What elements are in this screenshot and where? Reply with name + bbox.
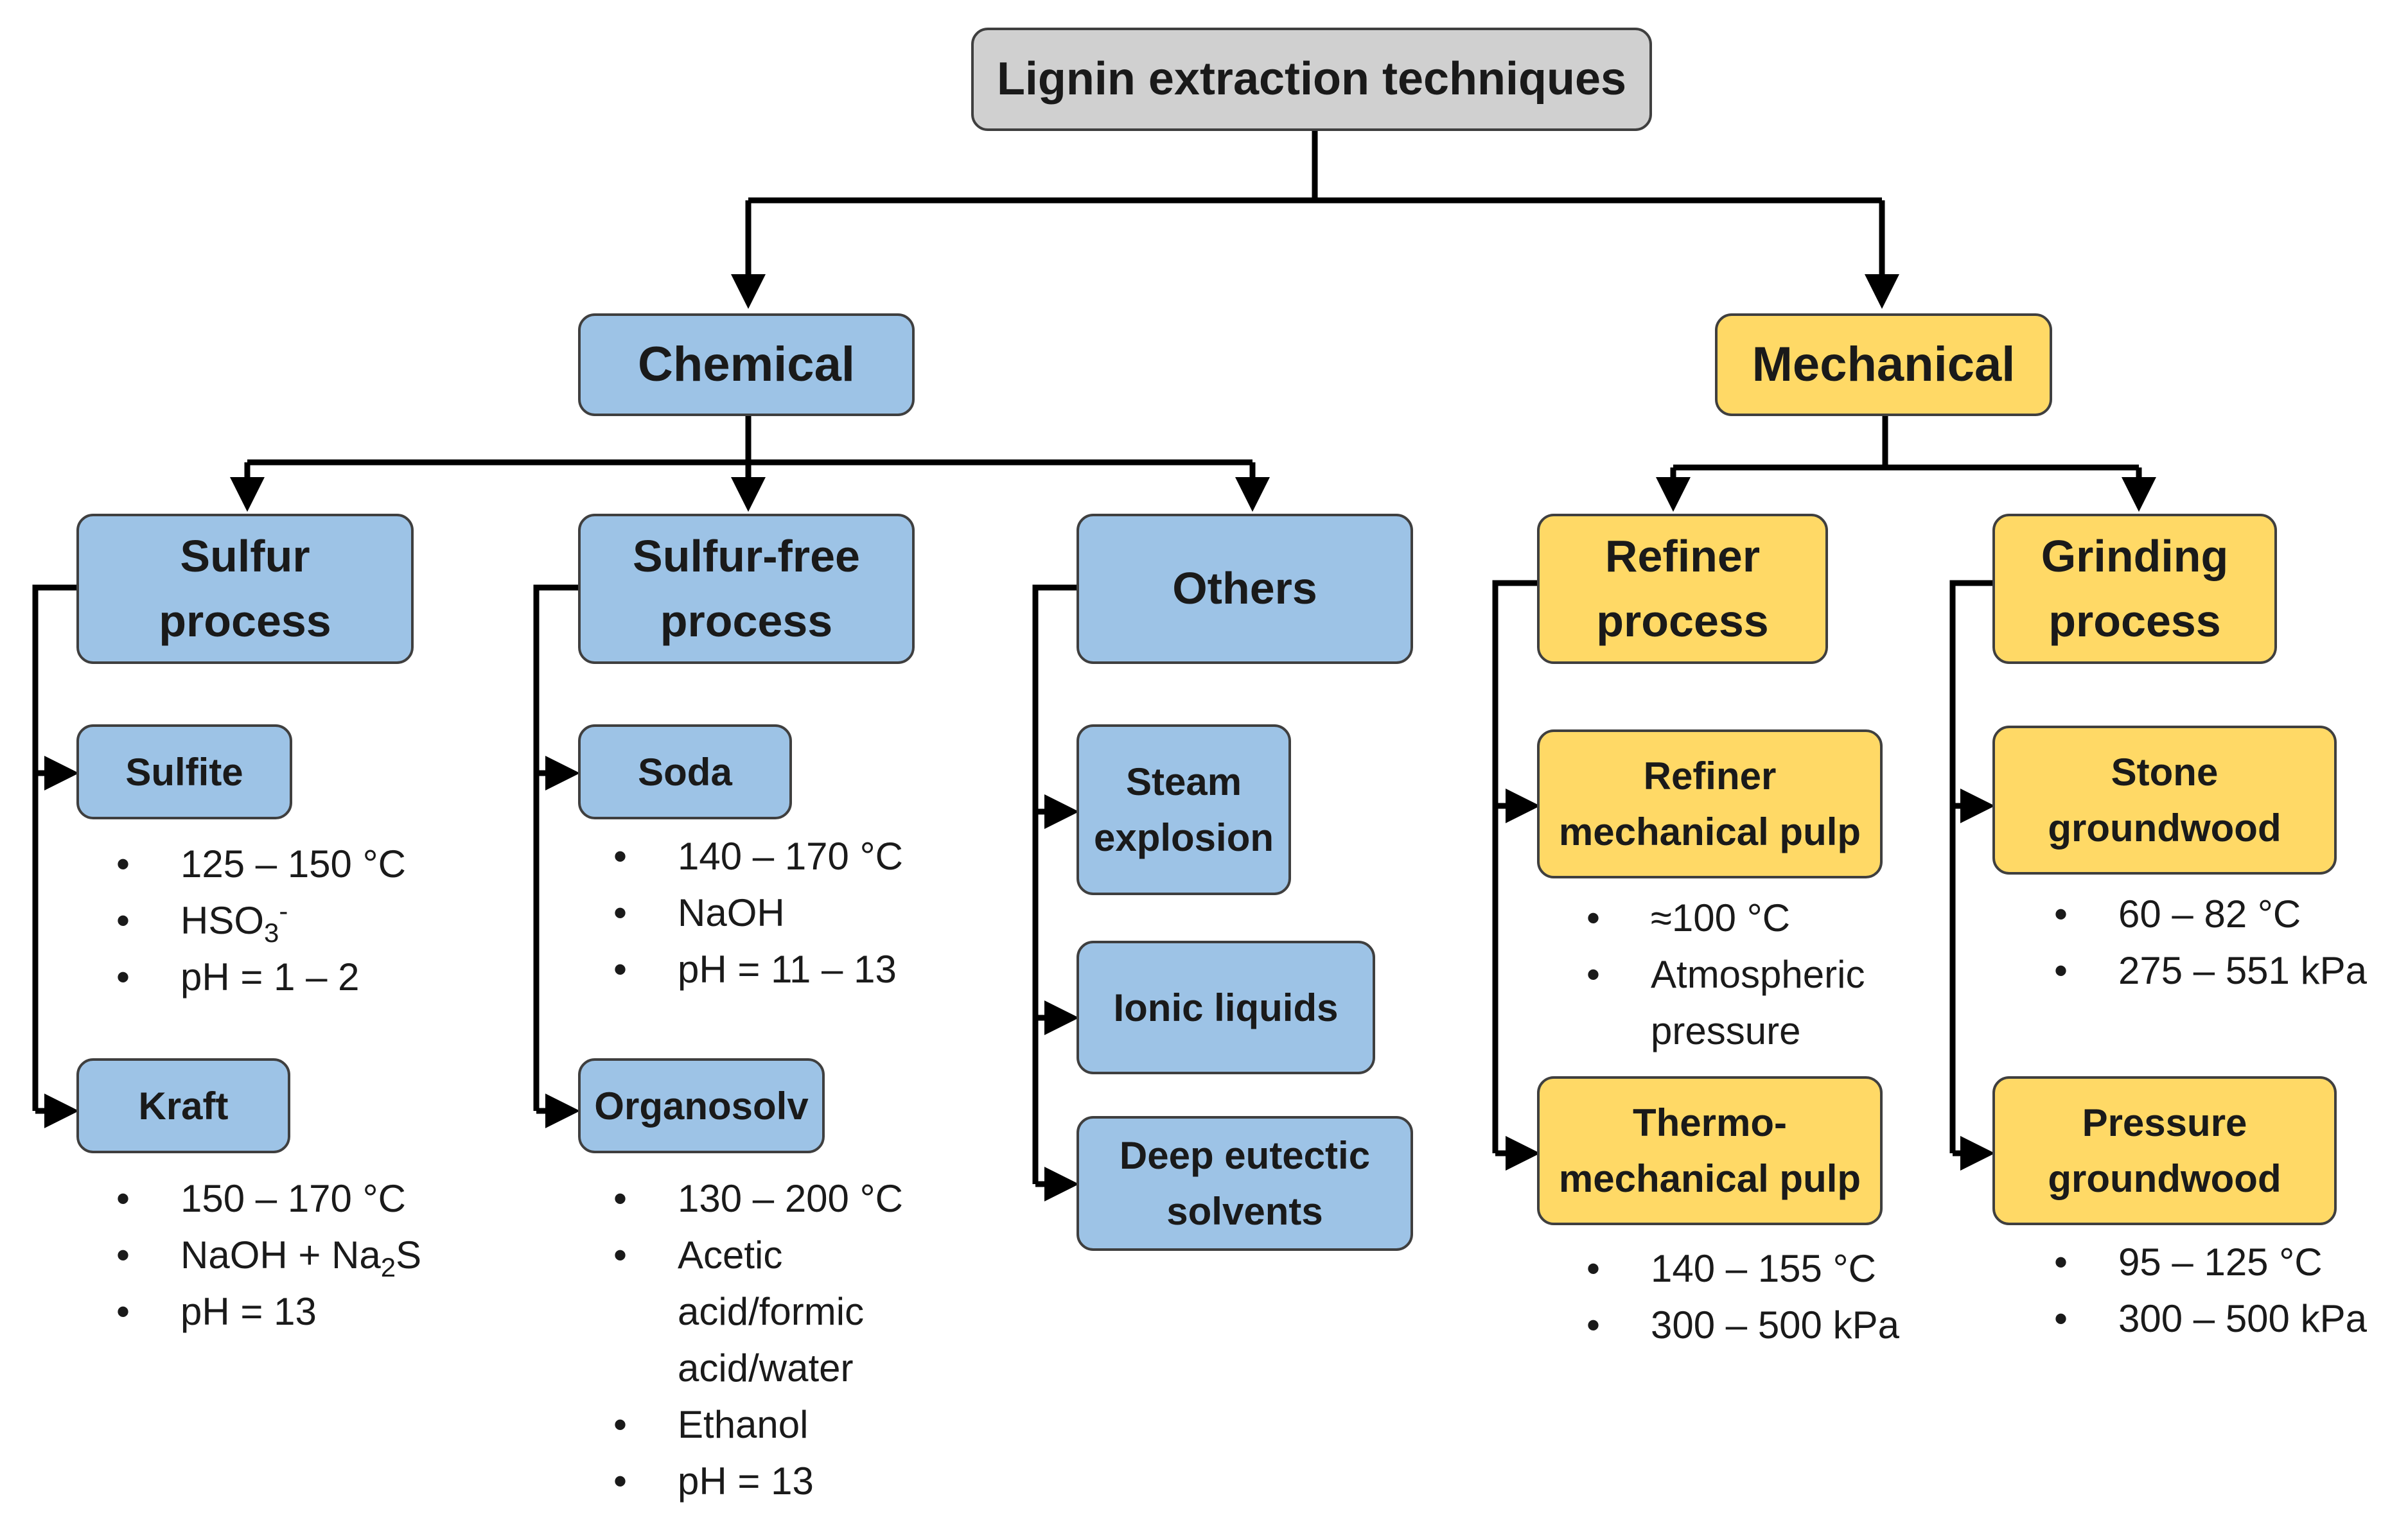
soda-node: Soda xyxy=(578,724,792,819)
grinding-process-node: Grinding process xyxy=(1992,514,2277,664)
sulfite-label: Sulfite xyxy=(125,750,243,794)
kraft-reagent-tail: S xyxy=(396,1234,422,1277)
steam-explosion-node: Steam explosion xyxy=(1077,724,1291,895)
tmp-label-line1: Thermo- xyxy=(1632,1101,1787,1144)
deep-eutectic-solvents-node: Deep eutectic solvents xyxy=(1077,1116,1413,1251)
mechanical-node: Mechanical xyxy=(1715,313,2052,416)
sulfur-free-process-label-line1: Sulfur-free xyxy=(633,530,860,581)
deep-eutectic-label-line2: solvents xyxy=(1166,1190,1323,1233)
grinding-process-label-line2: process xyxy=(2048,596,2221,646)
sulfur-process-label-line2: process xyxy=(159,596,331,646)
pressure-label-line1: Pressure xyxy=(2082,1101,2247,1144)
stone-groundwood-node: Stone groundwood xyxy=(1992,726,2337,875)
sulfur-free-process-node: Sulfur-free process xyxy=(578,514,915,664)
soda-reagent: NaOH xyxy=(613,885,999,941)
pressure-pressure: 300 – 500 kPa xyxy=(2054,1291,2395,1347)
refiner-process-label-line1: Refiner xyxy=(1604,530,1761,581)
kraft-node: Kraft xyxy=(76,1058,290,1153)
steam-explosion-label-line1: Steam xyxy=(1125,760,1242,803)
connector-refiner-spine xyxy=(1492,580,1540,1153)
kraft-reagent-main: NaOH + Na xyxy=(180,1234,381,1277)
soda-label: Soda xyxy=(638,750,732,794)
soda-ph: pH = 11 – 13 xyxy=(613,941,999,998)
stone-label-line2: groundwood xyxy=(2048,807,2281,850)
root-node: Lignin extraction techniques xyxy=(971,28,1652,131)
pressure-temperature: 95 – 125 °C xyxy=(2054,1234,2395,1291)
sulfur-process-node: Sulfur process xyxy=(76,514,414,664)
rmp-pressure: Atmospheric pressure xyxy=(1586,947,1946,1060)
kraft-ph: pH = 13 xyxy=(116,1284,514,1340)
organosolv-node: Organosolv xyxy=(578,1058,825,1153)
sulfite-conditions-list: 125 – 150 °C HSO3- pH = 1 – 2 xyxy=(116,836,476,1006)
connector-others-spine xyxy=(1032,584,1079,1184)
organosolv-temperature: 130 – 200 °C xyxy=(613,1171,999,1227)
tmp-temperature: 140 – 155 °C xyxy=(1586,1241,1946,1297)
sulfite-temperature: 125 – 150 °C xyxy=(116,836,476,893)
organosolv-label: Organosolv xyxy=(594,1084,809,1128)
refiner-process-node: Refiner process xyxy=(1537,514,1828,664)
rmp-pressure-line1: Atmospheric xyxy=(1651,953,1865,996)
organosolv-ethanol: Ethanol xyxy=(613,1397,999,1453)
deep-eutectic-label-line1: Deep eutectic xyxy=(1119,1134,1371,1177)
kraft-temperature: 150 – 170 °C xyxy=(116,1171,514,1227)
organosolv-solvent-line2: acid/formic xyxy=(678,1290,865,1333)
tmp-label-line2: mechanical pulp xyxy=(1558,1157,1861,1200)
kraft-reagent-subscript: 2 xyxy=(380,1252,396,1282)
organosolv-solvent-line3: acid/water xyxy=(678,1347,854,1390)
ionic-liquids-label: Ionic liquids xyxy=(1113,986,1339,1029)
soda-temperature: 140 – 170 °C xyxy=(613,828,999,885)
kraft-label: Kraft xyxy=(138,1084,229,1128)
refiner-mechanical-pulp-node: Refiner mechanical pulp xyxy=(1537,729,1883,878)
grinding-process-label-line1: Grinding xyxy=(2041,530,2229,581)
sulfite-node: Sulfite xyxy=(76,724,292,819)
kraft-conditions-list: 150 – 170 °C NaOH + Na2S pH = 13 xyxy=(116,1171,514,1340)
organosolv-conditions-list: 130 – 200 °C Acetic acid/formic acid/wat… xyxy=(613,1171,999,1510)
sulfite-reagent: HSO3- xyxy=(116,893,476,949)
chemical-node: Chemical xyxy=(578,313,915,416)
tmp-pressure: 300 – 500 kPa xyxy=(1586,1297,1946,1354)
sulfite-ph: pH = 1 – 2 xyxy=(116,949,476,1006)
sulfite-reagent-main: HSO xyxy=(180,899,265,942)
thermomechanical-pulp-node: Thermo- mechanical pulp xyxy=(1537,1076,1883,1225)
chemical-label: Chemical xyxy=(638,336,855,392)
organosolv-solvent: Acetic acid/formic acid/water xyxy=(613,1227,999,1397)
sulfite-reagent-superscript: - xyxy=(279,896,288,926)
connector-grinding-spine xyxy=(1949,580,1995,1153)
steam-explosion-label-line2: explosion xyxy=(1093,816,1274,859)
pressure-conditions-list: 95 – 125 °C 300 – 500 kPa xyxy=(2054,1234,2395,1347)
others-label: Others xyxy=(1172,563,1317,614)
connector-sulfur-spine xyxy=(32,584,79,1111)
connector-sulfur-free-spine xyxy=(533,584,581,1111)
rmp-label-line1: Refiner xyxy=(1643,755,1777,798)
pressure-groundwood-node: Pressure groundwood xyxy=(1992,1076,2337,1225)
others-node: Others xyxy=(1077,514,1413,664)
rmp-pressure-line2: pressure xyxy=(1651,1009,1801,1052)
ionic-liquids-node: Ionic liquids xyxy=(1077,941,1375,1074)
stone-label-line1: Stone xyxy=(2111,751,2219,794)
pressure-label-line2: groundwood xyxy=(2048,1157,2281,1200)
mechanical-label: Mechanical xyxy=(1752,336,2016,392)
sulfur-free-process-label-line2: process xyxy=(660,596,833,646)
rmp-temperature: ≈100 °C xyxy=(1586,890,1946,947)
stone-conditions-list: 60 – 82 °C 275 – 551 kPa xyxy=(2054,886,2395,999)
organosolv-solvent-line1: Acetic xyxy=(678,1234,783,1277)
stone-pressure: 275 – 551 kPa xyxy=(2054,943,2395,999)
tmp-conditions-list: 140 – 155 °C 300 – 500 kPa xyxy=(1586,1241,1946,1354)
soda-conditions-list: 140 – 170 °C NaOH pH = 11 – 13 xyxy=(613,828,999,998)
stone-temperature: 60 – 82 °C xyxy=(2054,886,2395,943)
root-label: Lignin extraction techniques xyxy=(996,53,1627,105)
rmp-label-line2: mechanical pulp xyxy=(1558,810,1861,853)
rmp-conditions-list: ≈100 °C Atmospheric pressure xyxy=(1586,890,1946,1060)
sulfur-process-label-line1: Sulfur xyxy=(180,530,310,581)
organosolv-ph: pH = 13 xyxy=(613,1453,999,1510)
sulfite-reagent-subscript: 3 xyxy=(264,918,279,948)
kraft-reagent: NaOH + Na2S xyxy=(116,1227,514,1284)
refiner-process-label-line2: process xyxy=(1596,596,1769,646)
